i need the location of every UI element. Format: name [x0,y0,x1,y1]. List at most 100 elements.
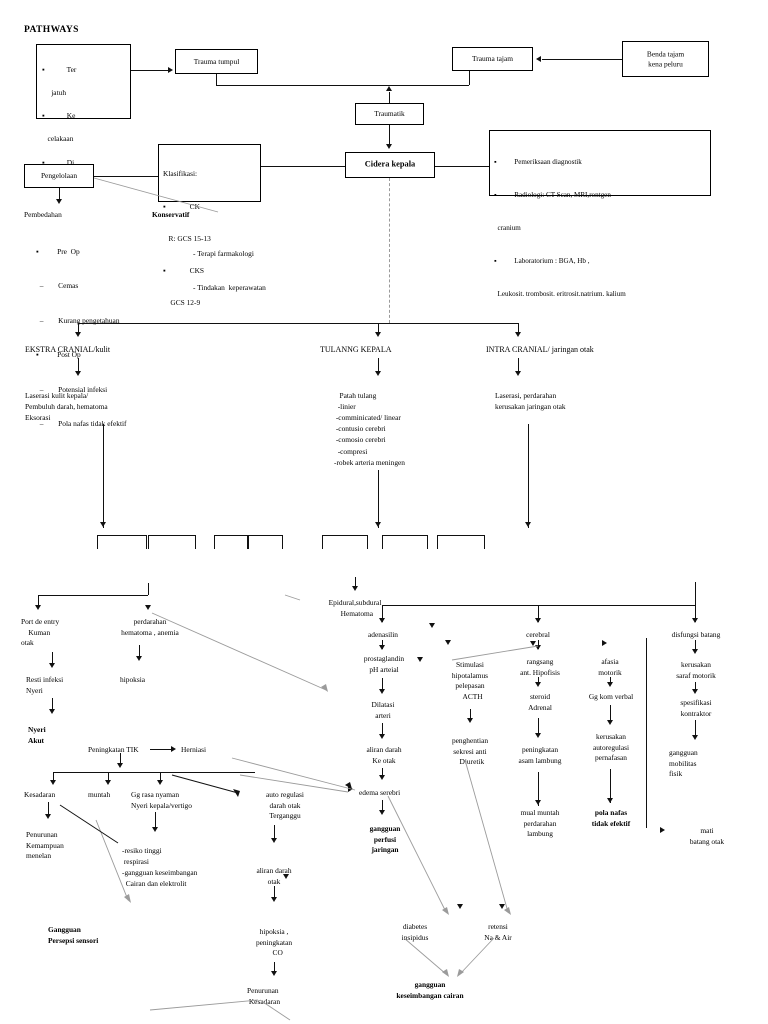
arrow-aliran-down [379,775,385,780]
arrowhead-prostaglandin [321,684,328,692]
intra-cranial-heading: INTRA CRANIAL/ jaringan otak [486,345,594,354]
arrowhead-diabetes [442,907,449,915]
peningkatan-asam-lambung-label: peningkatan asam lambung [518,745,562,765]
page-title: PATHWAYS [24,25,79,35]
connector-intra-long-down [528,424,529,528]
arrow-port-down [49,663,55,668]
connector-traumatik-to-cidera [389,125,390,147]
connector-epidural-in [355,577,356,589]
arrow-aliran2-down [271,897,277,902]
aliran-darah-otak2-label: aliran darah otak [256,866,292,886]
connector-tulang-down [378,358,379,374]
gangguan-keseimbangan-cairan-label: gangguan keseimbangan cairan [396,980,464,1000]
gangguan-persepsi-label: Gangguan Persepsi sensori [48,925,99,946]
intra-cranial-detail: Laserasi, perdarahan kerusakan jaringan … [495,391,566,412]
connector-muntah-stub [108,772,109,782]
arrow-to-autoregulasi [233,789,240,797]
connector-resti-down [52,698,53,712]
ekstra-cranial-detail: Laserasi kulit kepala/ Pembuluh darah, h… [25,391,108,423]
connector-disfungsi-down [695,640,696,652]
trauma-tajam-box: Trauma tajam [452,47,533,71]
diagnostik-line-3: cranium [494,223,521,232]
connector-steroid-down [538,718,539,736]
arrow-stimulasi-in [445,640,451,645]
connector-tulang-long-down [378,470,379,528]
tulang-kepala-detail: Patah tulang -linier -comminicated/ line… [334,391,405,467]
surgical-item-0: ▪ Pre Op [36,246,80,256]
connector-batang-long-down [646,638,647,828]
hipoksia-label: hipoksia [120,675,146,684]
arrow-to-intra-cranial [515,332,521,337]
connector-ggrasa-down [155,812,156,830]
trauma-tajam-label: Trauma tajam [472,54,513,64]
arrow-to-diabetes [457,904,463,909]
connector-rangsang-down [538,677,539,685]
trauma-tumpul-label: Trauma tumpul [193,56,240,66]
connector-tik-to-herniasi [150,749,173,750]
connector-ggrasa-stub [160,772,161,782]
arrow-cerebral-to-afasia [602,640,607,646]
connector-hipoksia-down [274,962,275,974]
mual-muntah-label: mual muntah perdarahan lambung [520,808,560,839]
klasifikasi-title: Klasifikasi: [163,169,198,179]
arrowhead-cairan-left [442,969,449,977]
traumatik-label: Traumatik [374,109,405,119]
connector-intra-stub [518,323,519,335]
connector-spesifikasi-down [695,720,696,738]
pola-nafas-tidak-efektif-label: pola nafas tidak efektif [591,808,631,828]
cause-line-2: jatuh [42,87,67,97]
arrow-ekstra-down [75,371,81,376]
arrow-perdarahan-down [136,656,142,661]
arrow-into-edema [348,786,353,792]
ekstra-cranial-heading: EKSTRA CRANIAL/kulit [25,345,111,354]
connector-lowerleft-in [148,583,149,595]
connector-kerusakansaraf-down [695,682,696,692]
retensi-na-air-label: retensi Na & Air [484,922,512,942]
arrow-disfungsi-down [692,649,698,654]
arrow-to-perdarahan [145,605,151,610]
arrow-ggkom-down [607,720,613,725]
arrow-kesadaran-down [45,814,51,819]
diag-bottom-left [149,999,259,1011]
connector-port-down [52,652,53,666]
kesadaran-label: Kesadaran [24,790,56,799]
nyeri-akut-label: Nyeri Akut [28,725,46,745]
epidural-subdural-label: Epidural,subdural Hematoma [328,598,382,618]
arrow-kerusakansaraf-down [692,689,698,694]
disfungsi-batang-label: disfungsi batang [671,630,721,639]
bracket-3 [214,535,248,549]
peningkatan-tik-label: Peningkatan TIK [88,745,139,754]
mati-batang-otak-label: mati batang otak [689,826,725,846]
arrow-prostaglandin-side [417,657,423,662]
connector-perdarahan-down [139,645,140,659]
arrow-to-ekstra-cranial [75,332,81,337]
cidera-kepala-label: Cidera kepala [364,159,416,169]
connector-ekstra-down [78,358,79,374]
arrow-adenasilin-down [379,645,385,650]
bracket-1 [97,535,147,549]
arrow-resti-down [49,709,55,714]
diagnostik-line-1: ▪ Pemeriksaan diagnostik [494,157,582,166]
diag-tik-to-edema [231,757,356,791]
connector-tumpul-down [216,74,217,85]
connector-aliran-down [382,768,383,778]
arrow-stimulasi-down [467,718,473,723]
arrow-aliran-inline [283,874,289,879]
konservatif-label: Konservatif [152,210,190,219]
edema-serebri-label: edema serebri [359,788,401,797]
arrow-intra-down [515,371,521,376]
arrow-afasia-down [607,682,613,687]
connector-cidera-to-diagnostik [435,166,489,167]
connector-ggkom-down [610,705,611,723]
trauma-tumpul-box: Trauma tumpul [175,49,258,74]
auto-regulasi-label: auto regulasi darah otak Terganggu [266,790,304,821]
arrow-to-cerebral [535,618,541,623]
cidera-kepala-box: Cidera kepala [345,152,435,178]
connector-tik-split-bar [53,772,255,773]
arrow-tulang-down [375,371,381,376]
dilatasi-arteri-label: Dilatasi arteri [371,700,395,720]
connector-kerusakanauto-down [610,769,611,803]
connector-up-to-join [389,92,390,106]
arrow-to-gangguan-persepsi [124,894,131,903]
